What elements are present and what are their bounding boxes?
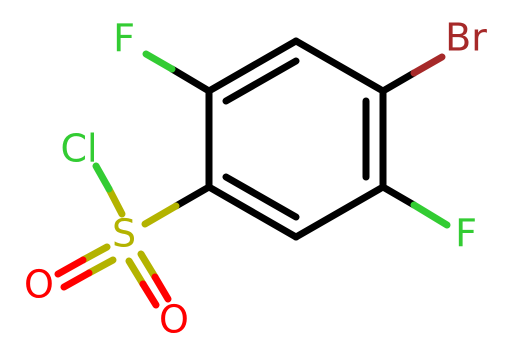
ring-bond-c4-c5	[292, 183, 387, 241]
atom-label-f-bottom: F	[455, 212, 477, 256]
ring-bond-c1-c2	[205, 37, 300, 95]
bond-c4-f-bottom-black	[379, 183, 418, 209]
atom-label-o-bottom: O	[159, 298, 189, 342]
bond-s-o-left-a	[79, 243, 111, 264]
atom-label-f-top: F	[113, 17, 135, 61]
bond-c6-s-black	[172, 183, 213, 210]
ring-bond-c5-c6	[205, 183, 300, 241]
bond-s-o-left-a-red	[54, 256, 87, 278]
bond-c4-f-bottom-green	[410, 201, 451, 229]
ring-double-bond-inner-1	[222, 57, 300, 105]
bond-s-o-bottom-a-red	[139, 280, 160, 309]
atom-label-cl: Cl	[60, 127, 97, 171]
bond-c6-s-yellow	[141, 202, 180, 228]
bond-c1-f-top-black	[168, 65, 213, 95]
bond-s-o-left-b-red	[60, 269, 93, 291]
bond-s-o-left-b	[85, 256, 117, 277]
atom-label-o-left: O	[24, 263, 54, 307]
bond-c3-br-red	[410, 53, 446, 77]
ring-bonds	[205, 37, 387, 241]
substituent-bonds	[54, 50, 451, 309]
atom-label-s: S	[112, 212, 136, 256]
bond-c1-f-top-green	[142, 50, 176, 73]
ring-bond-c2-c3	[292, 37, 387, 95]
ring-double-bond-inner-3	[222, 173, 300, 221]
bond-s-cl-green	[92, 162, 113, 193]
bond-s-o-bottom-b	[137, 250, 159, 281]
bond-s-o-bottom-b-red	[151, 273, 172, 303]
atom-label-br: Br	[445, 16, 487, 60]
bond-c3-br-black	[379, 69, 418, 95]
bond-s-cl-yellow	[105, 185, 126, 218]
bond-s-o-bottom-a	[125, 257, 147, 288]
atom-labels: F Br Cl S F O O	[24, 16, 487, 342]
